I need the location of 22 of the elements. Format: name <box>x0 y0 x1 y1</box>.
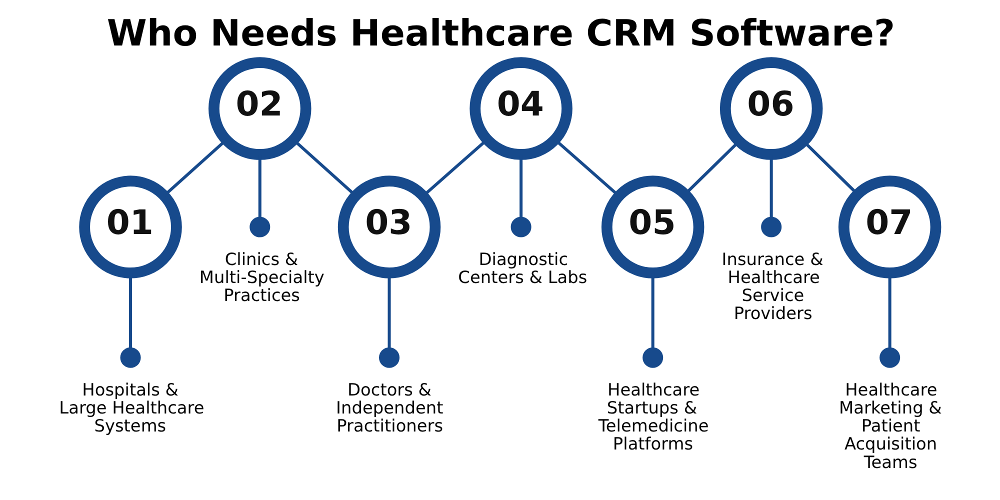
node-circle <box>378 347 400 368</box>
node-circle <box>249 216 270 238</box>
node-circle: 03 <box>337 176 440 278</box>
node-circle: 01 <box>78 176 182 278</box>
node-label: Clinics & Multi-Specialty Practices <box>198 248 324 306</box>
node-circle <box>510 216 531 238</box>
node-circle: 06 <box>719 57 822 160</box>
node-circle <box>642 347 663 368</box>
node-label: Healthcare Marketing & Patient Acquisition Teams <box>838 379 942 472</box>
node-circle <box>879 347 900 368</box>
node-circle: 04 <box>469 57 572 160</box>
node-label: Insurance & Healthcare Service Providers <box>721 248 823 324</box>
node-label: Healthcare Startups & Telemedicine Platforms <box>598 379 708 454</box>
node-circle: 07 <box>838 176 941 278</box>
node-circle <box>120 347 140 368</box>
node-label: Diagnostic Centers & Labs <box>458 248 587 287</box>
diagram-title: Who Needs Healthcare CRM Software? <box>106 12 895 55</box>
node-circle <box>760 216 782 238</box>
node-label: Doctors & Independent Practitioners <box>336 379 443 436</box>
node-circle: 02 <box>208 57 311 160</box>
node-circle: 05 <box>600 176 704 278</box>
node-label: Hospitals & Large Healthcare Systems <box>58 379 204 436</box>
